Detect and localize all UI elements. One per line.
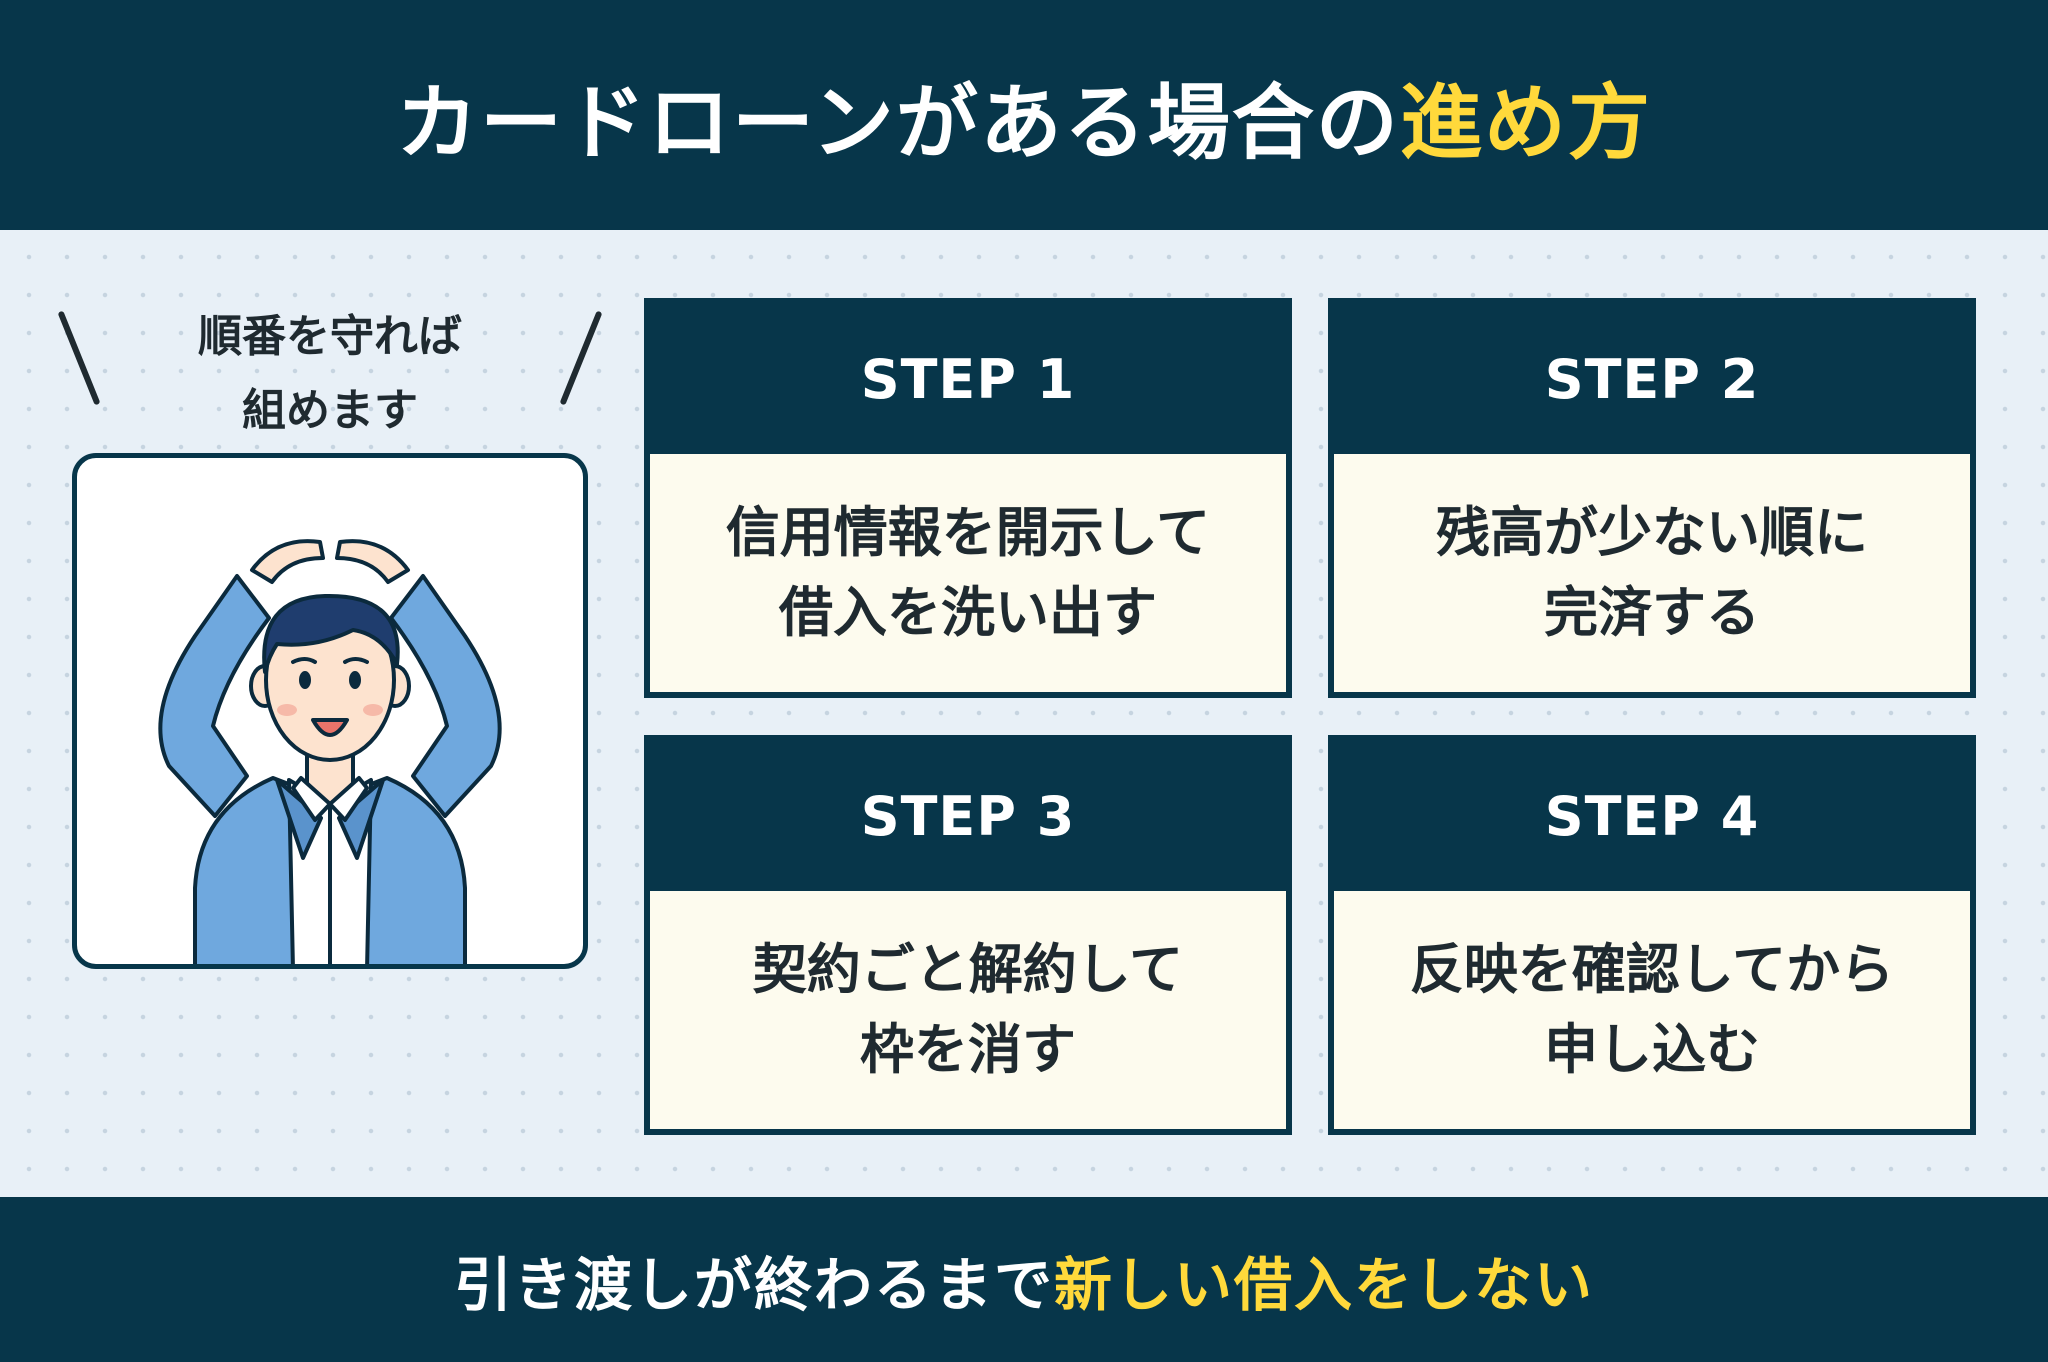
step-label: STEP 4 [1334, 741, 1970, 891]
step-description-line2: 枠を消す [859, 1018, 1076, 1081]
page-title-highlight: 進め方 [1399, 75, 1652, 171]
man-making-circle-with-arms-icon [158, 539, 502, 964]
step-description: 契約ごと解約して枠を消す [650, 891, 1286, 1129]
step-label: STEP 3 [650, 741, 1286, 891]
step-description-line1: 残高が少ない順に [1436, 501, 1868, 564]
step-description-line2: 借入を洗い出す [778, 581, 1157, 644]
step-label: STEP 1 [650, 304, 1286, 454]
footer-banner: 引き渡しが終わるまで新しい借入をしない [0, 1197, 2048, 1362]
step-card-1: STEP 1 信用情報を開示して借入を洗い出す [644, 298, 1292, 698]
footer-text: 引き渡しが終わるまで新しい借入をしない [454, 1238, 1594, 1322]
callout-line1: 順番を守れば [198, 311, 462, 362]
step-card-2: STEP 2 残高が少ない順に完済する [1328, 298, 1976, 698]
callout-line2: 組めます [242, 385, 418, 436]
page-title: カードローンがある場合の進め方 [396, 56, 1652, 175]
step-description: 反映を確認してから申し込む [1334, 891, 1970, 1129]
step-card-4: STEP 4 反映を確認してから申し込む [1328, 735, 1976, 1135]
header-banner: カードローンがある場合の進め方 [0, 0, 2048, 230]
step-description-line2: 申し込む [1543, 1018, 1760, 1081]
step-description-line2: 完済する [1544, 581, 1760, 644]
step-description-line1: 反映を確認してから [1409, 938, 1895, 1001]
step-description-line1: 信用情報を開示して [725, 501, 1211, 564]
step-description-line1: 契約ごと解約して [752, 938, 1184, 1001]
step-description: 残高が少ない順に完済する [1334, 454, 1970, 692]
step-label: STEP 2 [1334, 304, 1970, 454]
step-description: 信用情報を開示して借入を洗い出す [650, 454, 1286, 692]
step-card-3: STEP 3 契約ごと解約して枠を消す [644, 735, 1292, 1135]
callout: 順番を守れば 組めます [57, 300, 603, 440]
page-title-main: カードローンがある場合の [396, 75, 1400, 171]
footer-text-main: 引き渡しが終わるまで [453, 1250, 1054, 1319]
footer-text-highlight: 新しい借入をしない [1054, 1250, 1595, 1319]
callout-text: 順番を守れば 組めます [60, 300, 600, 448]
illustration-card [72, 453, 588, 969]
